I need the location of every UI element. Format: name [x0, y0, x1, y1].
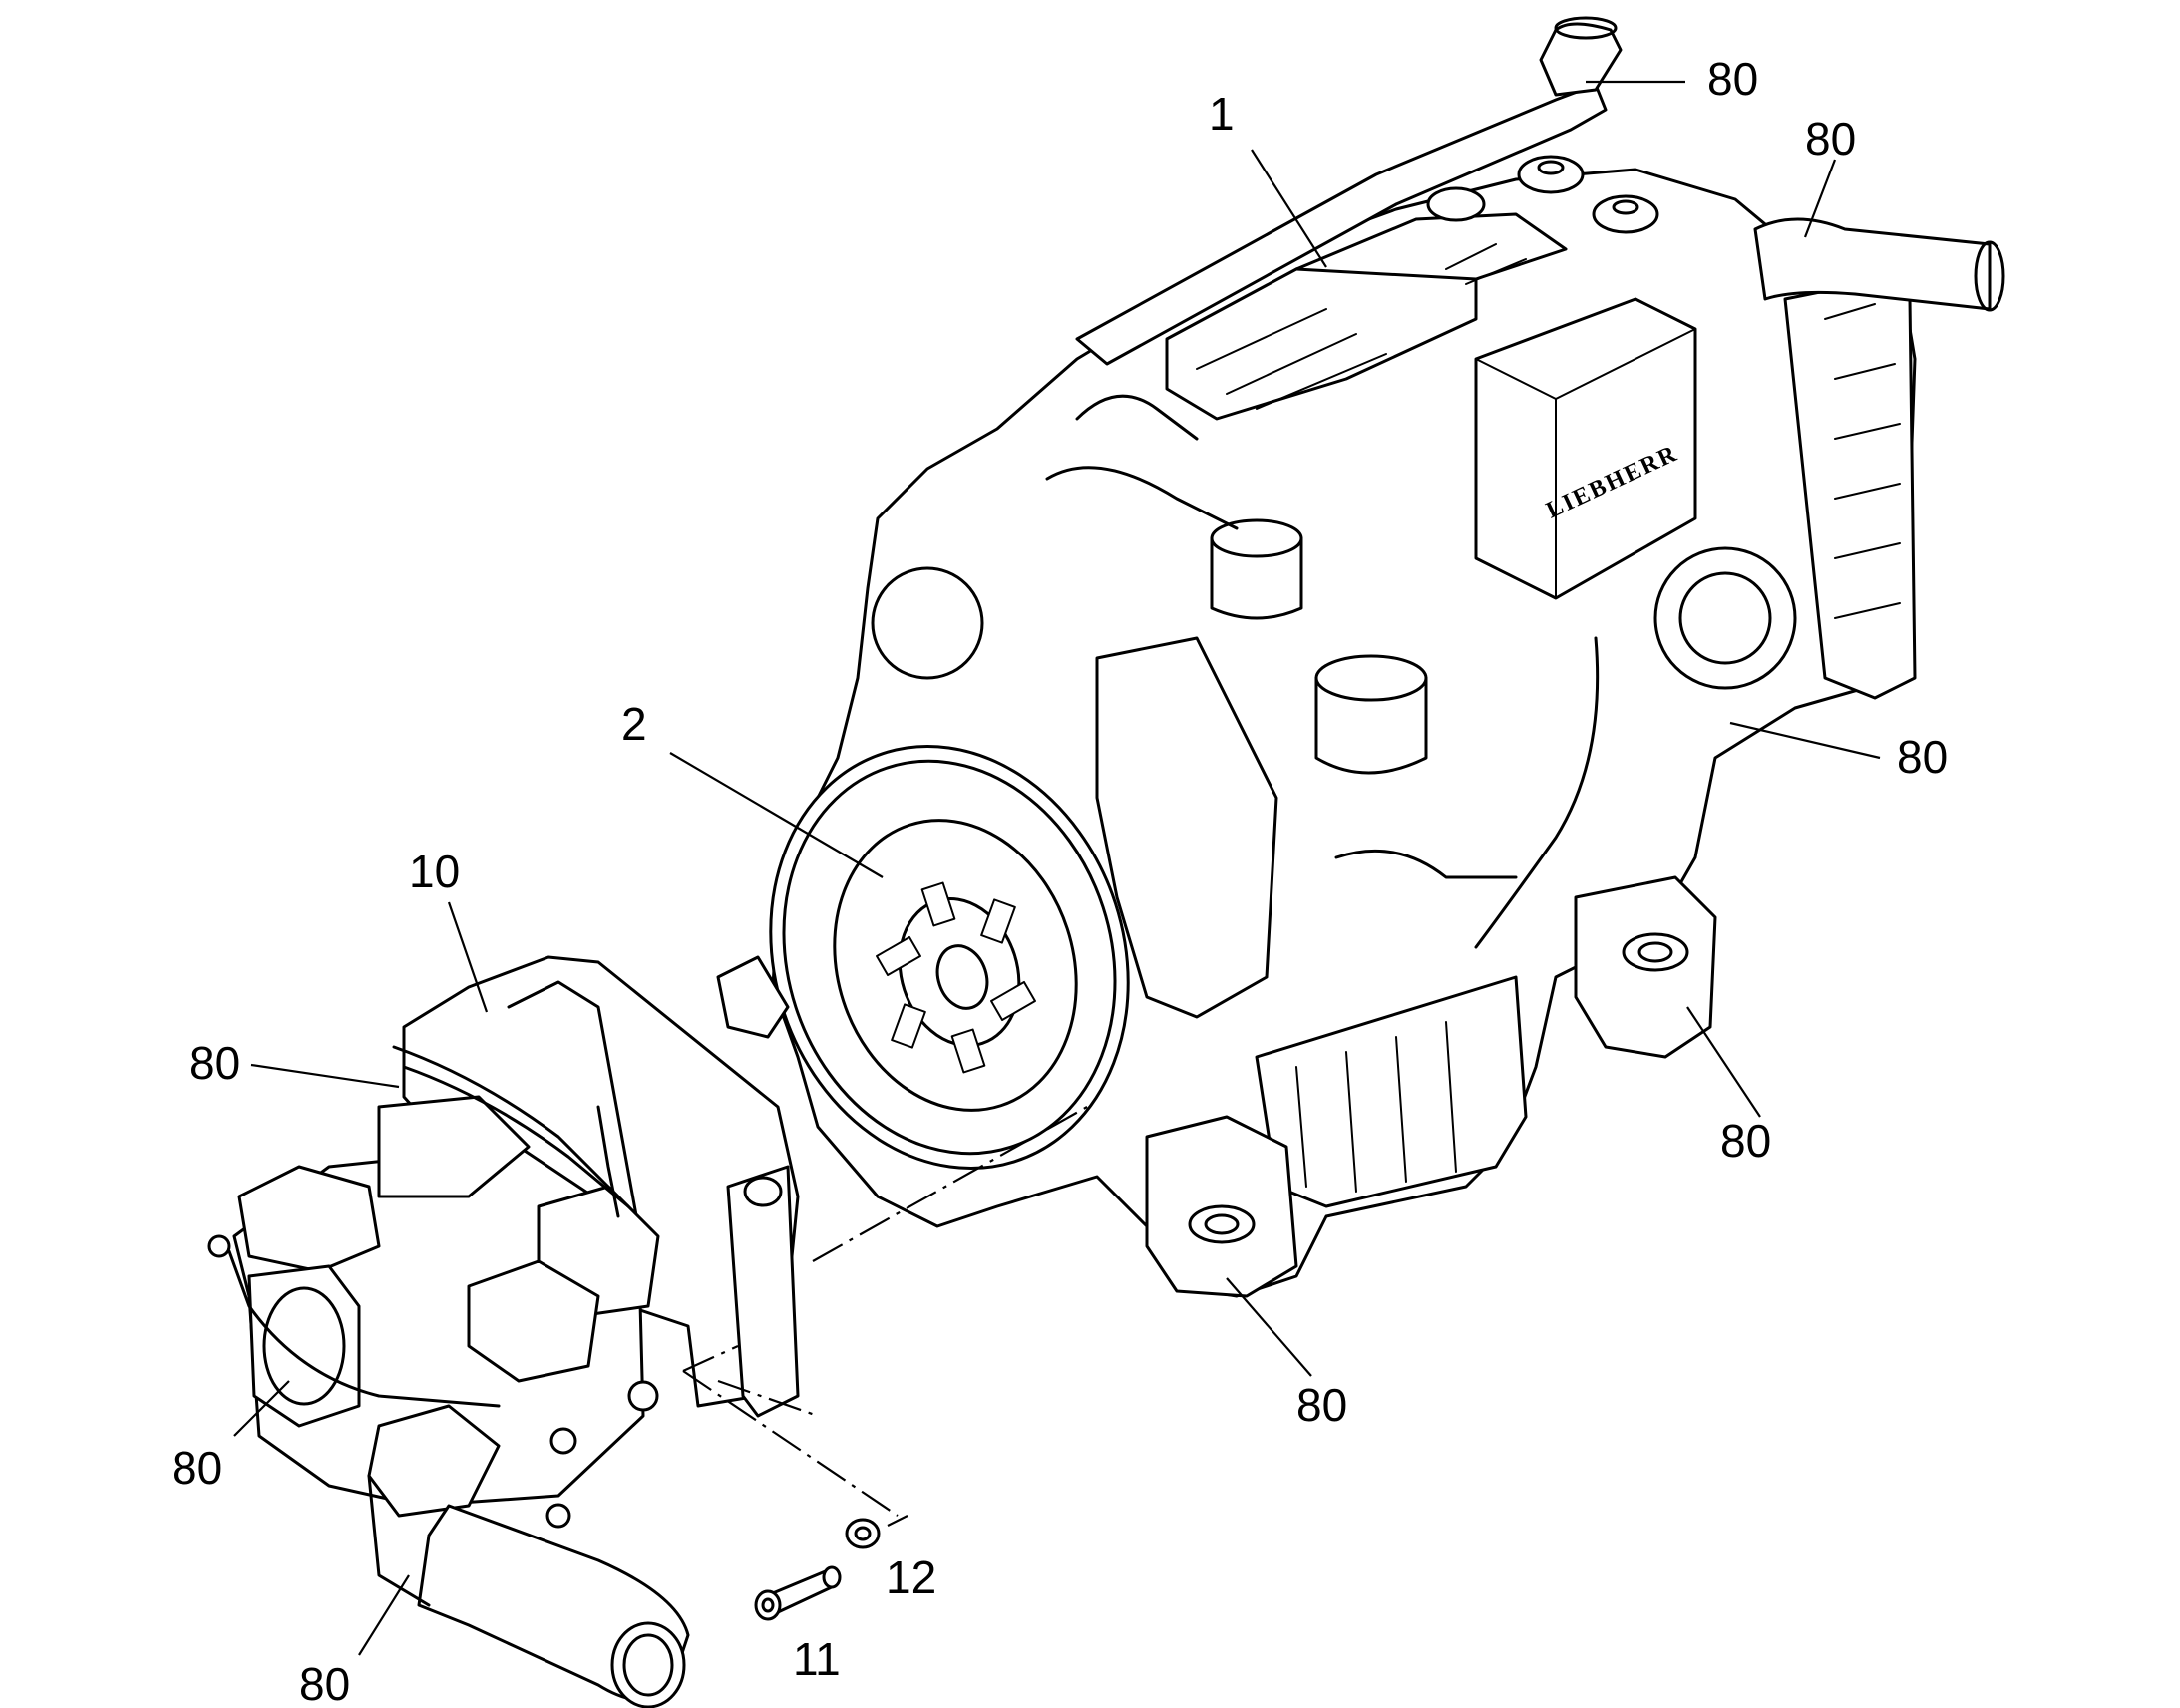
flywheel — [716, 744, 1130, 1171]
washer — [845, 1518, 881, 1549]
callout-80-right-mount: 80 — [1897, 731, 1948, 783]
callout-80-rear-mount: 80 — [1720, 1115, 1771, 1167]
callout-80-top-hose: 80 — [1707, 53, 1758, 105]
callout-80-pump-lines: 80 — [189, 1037, 240, 1089]
callout-leaders — [233, 80, 1881, 1656]
callout-2: 2 — [621, 698, 647, 750]
assembly-center-lines — [682, 1106, 1088, 1527]
cap-screw — [754, 1565, 842, 1621]
callout-80-pump-hose: 80 — [299, 1658, 350, 1708]
callout-80-right-hose: 80 — [1805, 113, 1856, 165]
callout-10: 10 — [409, 846, 460, 897]
pump-distributor-gearbox — [207, 955, 800, 1708]
callout-11: 11 — [793, 1633, 841, 1685]
filler-cap-group — [1426, 155, 1659, 234]
callout-80-pump-port: 80 — [172, 1442, 222, 1494]
callout-12: 12 — [886, 1551, 936, 1603]
callout-1: 1 — [1209, 88, 1235, 140]
damper-springs — [876, 881, 1036, 1074]
callout-labels: 1 2 10 11 12 80 80 80 80 80 80 80 80 — [172, 53, 1948, 1708]
callout-80-front-mount: 80 — [1296, 1379, 1347, 1431]
